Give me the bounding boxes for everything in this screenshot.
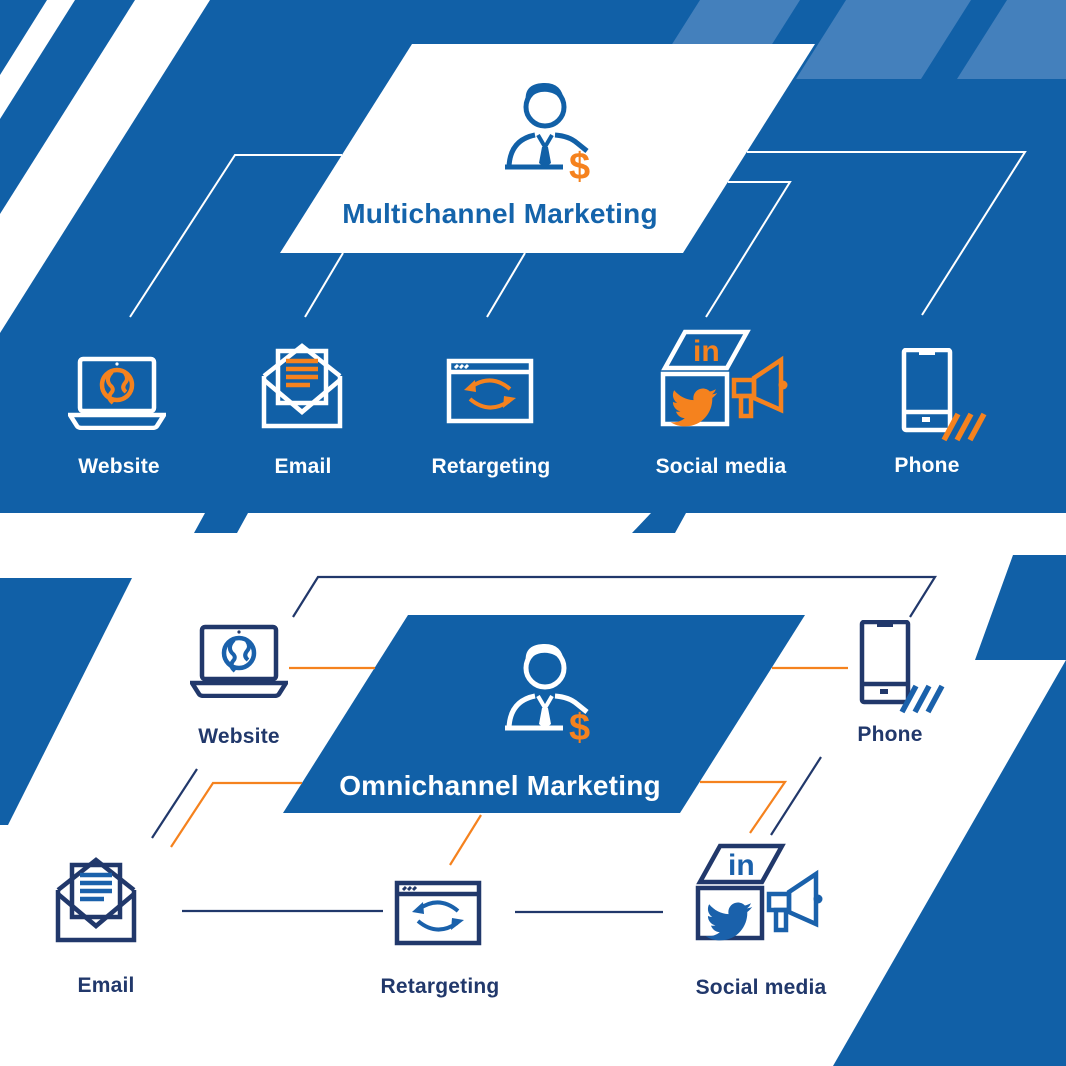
- topleft-blue-stripe: [0, 0, 135, 214]
- topright-blue-stripe-2: [921, 0, 1007, 79]
- multichannel-title: Multichannel Marketing: [342, 198, 658, 229]
- dollar-sign: $: [569, 146, 590, 187]
- bottom-channel-label-phone: Phone: [857, 723, 923, 746]
- top-open-envelope-icon: [258, 338, 346, 430]
- linkedin-icon: in: [693, 335, 720, 368]
- top-linkedin-twitter-megaphone-icon: in: [655, 328, 790, 428]
- twitter-bird-icon: [705, 902, 753, 941]
- top-businessman-icon: $: [495, 75, 605, 187]
- top-band-tab-right: [632, 513, 686, 533]
- person-collar: [536, 133, 554, 151]
- top-channel-label-email: Email: [274, 455, 332, 478]
- linkedin-icon: in: [728, 849, 755, 882]
- top-laptop-globe-icon: [68, 356, 166, 430]
- bottom-connector-lines: [151, 575, 937, 914]
- twitter-bird-icon: [670, 388, 718, 427]
- bottom-browser-refresh-icon: [394, 880, 482, 946]
- connector-top-retargeting: [486, 252, 526, 318]
- bottom-smartphone-icon: [858, 620, 950, 716]
- linkedin-frame: [661, 329, 751, 371]
- top-channel-label-retargeting: Retargeting: [431, 455, 551, 478]
- person-right-arm: [554, 132, 589, 153]
- connector-top-website: [129, 154, 342, 318]
- bottomleft-blue-wedge: [0, 578, 132, 825]
- connector-loop-top: [292, 575, 937, 618]
- connector-center-social-navy: [770, 756, 822, 836]
- bottom-channel-label-social: Social media: [695, 976, 827, 999]
- connector-top-social: [705, 181, 792, 318]
- omnichannel-title: Omnichannel Marketing: [339, 770, 661, 801]
- bottom-linkedin-twitter-megaphone-icon: in: [690, 842, 825, 942]
- connector-email-center-navy: [151, 768, 198, 839]
- bottom-open-envelope-icon: [52, 852, 140, 944]
- linkedin-frame: [696, 843, 786, 885]
- bottom-businessman-icon: $: [495, 636, 605, 748]
- top-band-tab-left: [194, 513, 248, 533]
- top-browser-refresh-icon: [446, 358, 534, 424]
- top-channel-label-phone: Phone: [894, 454, 960, 477]
- person-hair: [525, 82, 564, 103]
- connector-center-retargeting: [449, 814, 482, 866]
- connector-top-email: [304, 252, 344, 318]
- bottomright-blue-strip: [975, 555, 1066, 660]
- top-smartphone-icon: [900, 348, 992, 444]
- top-connector-lines: [129, 151, 1027, 318]
- connector-center-social-orange: [700, 780, 788, 834]
- bottom-channel-label-retargeting: Retargeting: [380, 975, 500, 998]
- bottom-channel-label-website: Website: [198, 725, 280, 748]
- connector-email-center-orange: [170, 781, 302, 848]
- connector-top-phone: [747, 151, 1027, 316]
- dollar-sign: $: [569, 707, 590, 748]
- person-tie: [539, 147, 551, 168]
- person-left-shoulder: [506, 132, 536, 168]
- bottom-laptop-globe-icon: [190, 624, 288, 698]
- megaphone-icon: [731, 355, 784, 419]
- top-channel-label-website: Website: [78, 455, 160, 478]
- bottom-channel-label-email: Email: [77, 974, 135, 997]
- bottomright-blue-triangle: [833, 660, 1066, 1066]
- megaphone-icon: [766, 869, 819, 933]
- top-channel-label-social: Social media: [655, 455, 787, 478]
